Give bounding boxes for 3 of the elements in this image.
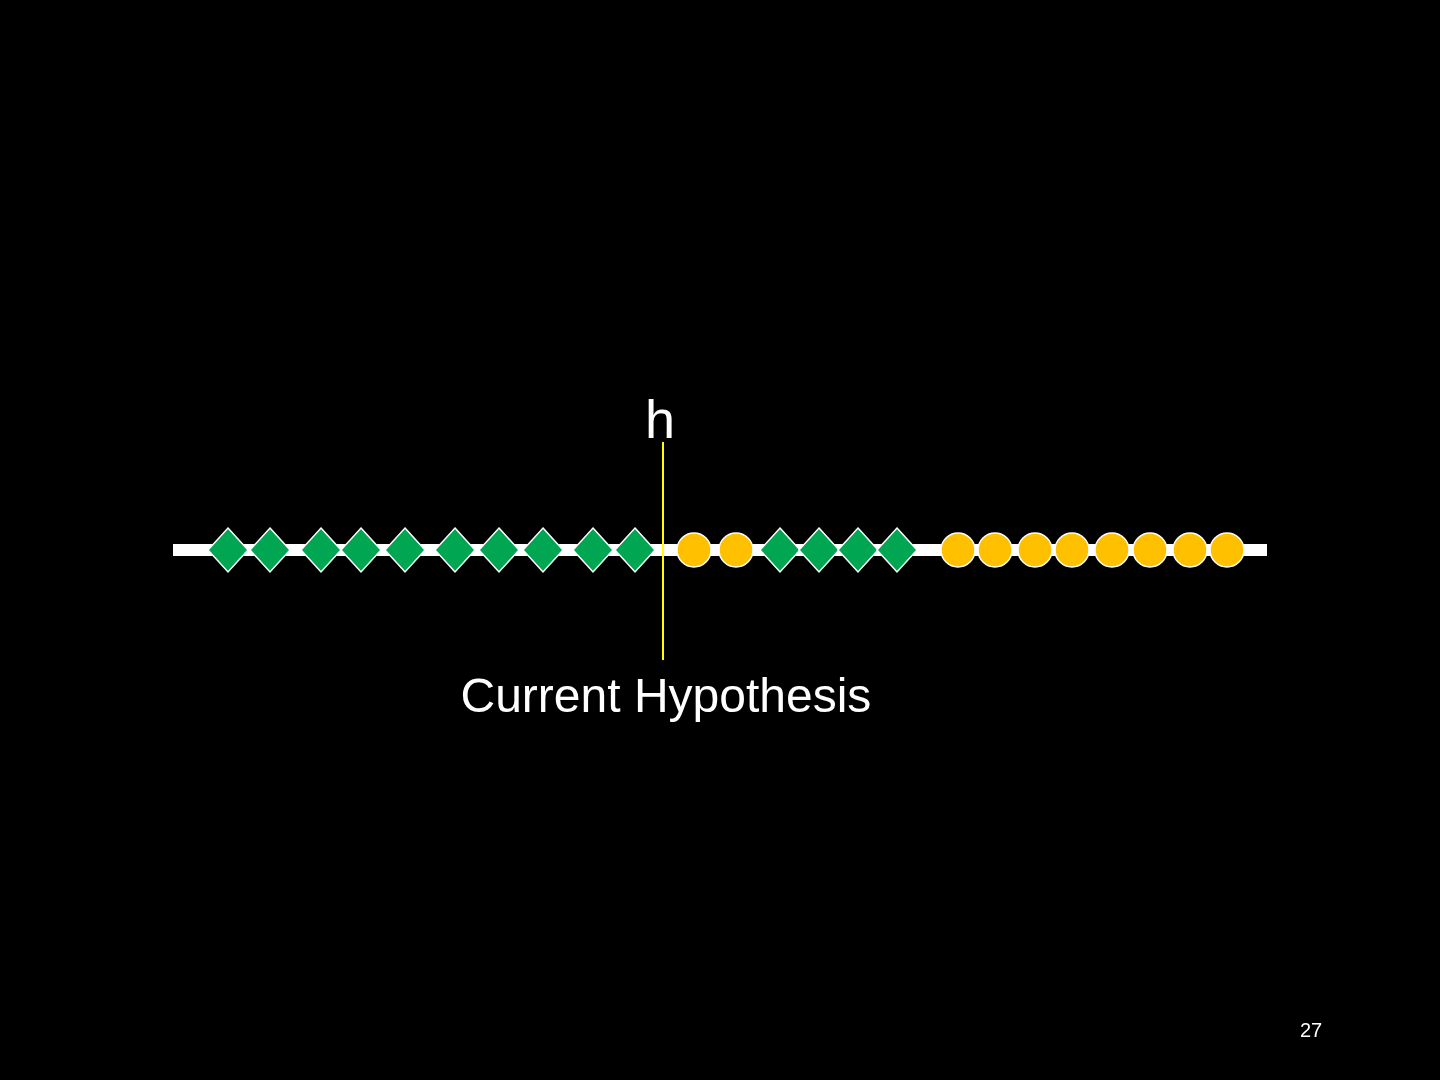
hypothesis-label: Current Hypothesis	[460, 672, 872, 720]
variable-label: h	[645, 392, 676, 446]
page-number: 27	[1300, 1020, 1323, 1040]
